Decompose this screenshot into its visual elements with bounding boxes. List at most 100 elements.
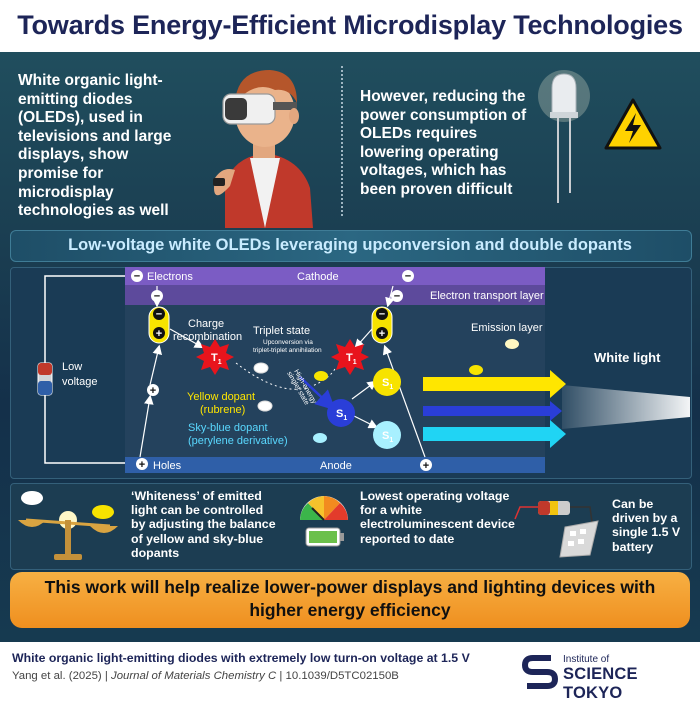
skyblue-dopant-label-2: (perylene derivative) (188, 435, 288, 447)
white-light-label: White light (594, 350, 661, 365)
battery-text: Can be driven by a single 1.5 V battery (612, 497, 681, 554)
yellow-dopant-molecule (469, 365, 483, 375)
electron-symbol (391, 290, 403, 302)
electron-sign: − (379, 309, 385, 321)
electron-sign: − (405, 271, 411, 283)
upconversion-label-1: Upconversion via (263, 339, 313, 346)
emission-molecule (505, 339, 519, 349)
low-voltage-label-2: voltage (62, 376, 97, 388)
t1-label-left: T1 (211, 352, 222, 366)
science-tokyo-logo-icon (521, 655, 559, 689)
hole-sign: + (139, 459, 145, 471)
high-voltage-warning-icon (604, 98, 662, 150)
singlet-yellow (373, 368, 401, 396)
electron-symbol (131, 270, 143, 282)
yellow-dopant-label-1: Yellow dopant (187, 391, 255, 403)
citation: Yang et al. (2025) | Journal of Material… (12, 670, 399, 682)
hole-symbol (376, 327, 388, 339)
emission-layer-label: Emission layer (471, 322, 543, 334)
singlet-blue (327, 399, 355, 427)
paper-title: White organic light-emitting diodes with… (12, 651, 470, 665)
recomb-arrow-left (169, 328, 205, 349)
circuit-wire (44, 275, 125, 464)
citation-authors: Yang et al. (2025) (12, 670, 102, 682)
hole-sign: + (423, 460, 429, 472)
intro-right-text: However, reducing the power consumption … (360, 88, 527, 198)
hole-symbol (147, 384, 159, 396)
triplet-state-right (331, 339, 369, 375)
electron-sign: − (156, 309, 162, 321)
cyan-beam-arrow (423, 420, 566, 448)
citation-doi: 10.1039/D5TC02150B (285, 670, 399, 682)
upconversion-label-2: triplet-triplet annihilation (253, 347, 322, 354)
white-light-beam (562, 385, 690, 429)
hole-arrow-1 (149, 344, 163, 386)
electron-sign: − (134, 271, 140, 283)
electron-symbol (402, 270, 414, 282)
intro-divider (341, 66, 343, 216)
hole-sign: + (379, 328, 385, 340)
anode-layer (125, 457, 545, 473)
electron-transport-layer (125, 285, 545, 305)
hole-sign: + (150, 385, 156, 397)
hole-arrow-2 (139, 394, 154, 458)
electron-arrow-right (385, 285, 395, 308)
s1-to-blue-arrow (351, 414, 379, 429)
hole-symbol (136, 458, 148, 470)
holes-label: Holes (153, 460, 182, 472)
s1-label-blue: S1 (336, 408, 347, 422)
cathode-layer (125, 267, 545, 285)
intro-left-text: White organic light-emitting diodes (OLE… (18, 72, 172, 220)
electron-symbol (376, 308, 388, 320)
lowest-voltage-text: Lowest operating voltage for a white ele… (360, 489, 515, 546)
yellow-dopant-molecule (314, 371, 328, 381)
citation-journal: Journal of Materials Chemistry C (111, 670, 277, 682)
conclusion-text: This work will help realize lower-power … (44, 577, 656, 620)
logo-science-tokyo: SCIENCE TOKYO (563, 665, 638, 702)
high-energy-arrow (299, 376, 336, 411)
hole-arrow-3 (382, 344, 426, 458)
title-bar (0, 0, 700, 52)
low-voltage-label-1: Low (62, 361, 82, 373)
yellow-beam-arrow (423, 370, 566, 398)
electron-symbol (151, 290, 163, 302)
electron-sign: − (394, 291, 400, 303)
etl-label: Electron transport layer (430, 290, 544, 302)
section-banner (10, 230, 692, 262)
citation-separator: | (276, 670, 286, 682)
charge-recombination-label-1: Charge (188, 318, 224, 330)
page-title: Towards Energy-Efficient Microdisplay Te… (17, 10, 683, 40)
oled-device-diagram: − − − + − − − + + + + T1 T1 S1 S1 S1 Ele… (37, 267, 690, 473)
whiteness-text: ‘Whiteness’ of emitted light can be cont… (131, 489, 276, 560)
recomb-arrow-right (354, 328, 373, 349)
host-molecule (253, 362, 269, 374)
s1-label-skyblue: S1 (382, 430, 393, 444)
logo-institute-of: Institute of (563, 654, 610, 665)
section-banner-text: Low-voltage white OLEDs leveraging upcon… (68, 236, 632, 254)
host-molecule (257, 400, 273, 412)
yellow-dopant-label-2: (rubrene) (200, 404, 245, 416)
anode-label: Anode (320, 460, 352, 472)
t1-label-right: T1 (346, 352, 357, 366)
singlet-skyblue (373, 421, 401, 449)
hole-sign: + (156, 328, 162, 340)
battery-device-icon (514, 501, 599, 558)
skyblue-dopant-molecule (313, 433, 327, 443)
blue-beam-arrow (423, 401, 562, 421)
skyblue-dopant-label-1: Sky-blue dopant (188, 422, 268, 434)
gauge-battery-icon (300, 496, 348, 547)
charge-recombination-label-2: recombination (173, 331, 242, 343)
hole-symbol (420, 459, 432, 471)
cathode-label: Cathode (297, 271, 339, 283)
electrons-label: Electrons (147, 271, 193, 283)
electron-sign: − (154, 291, 160, 303)
triplet-state-label: Triplet state (253, 325, 310, 337)
electron-symbol (153, 308, 165, 320)
vr-person-illustration (213, 70, 313, 228)
led-illustration (538, 70, 590, 203)
triplet-state-left (196, 339, 234, 375)
s1-to-yellow-arrow (351, 380, 377, 400)
balance-scale-icon (18, 491, 118, 560)
citation-separator: | (101, 670, 112, 682)
footer (0, 642, 700, 700)
